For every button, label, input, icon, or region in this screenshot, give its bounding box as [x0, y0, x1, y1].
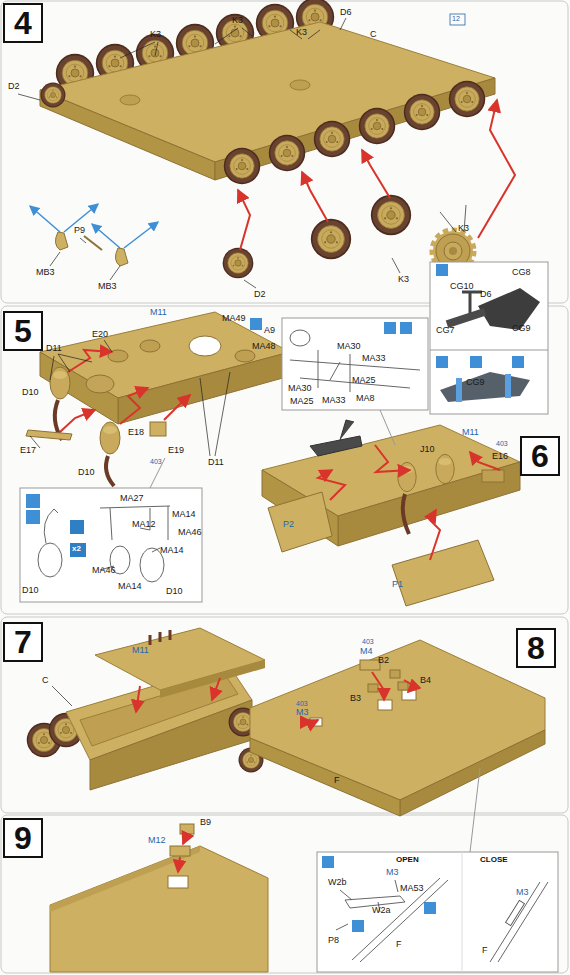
part-label: CG8 — [512, 268, 531, 278]
part-label: MA25 — [352, 376, 376, 386]
part-label: K3 — [458, 224, 469, 234]
part-label: MA27 — [120, 494, 144, 504]
part-label: P1 — [392, 580, 403, 590]
step-number: 9 — [14, 822, 32, 854]
part-label: B9 — [200, 818, 211, 828]
part-label: M11 — [462, 428, 479, 438]
part-label: MA46 — [178, 528, 202, 538]
part-label: MA14 — [160, 546, 184, 556]
part-label: MA14 — [172, 510, 196, 520]
part-label: M12 — [148, 836, 166, 846]
part-label: D10 — [22, 586, 39, 596]
part-label: D11 — [46, 344, 62, 354]
step-number: 5 — [14, 315, 32, 347]
part-label: P9 — [74, 226, 85, 236]
part-label: M11 — [150, 308, 167, 318]
part-label: K3 — [150, 30, 161, 40]
part-label: M3 — [516, 888, 529, 898]
part-label: MA46 — [92, 566, 116, 576]
step-number-box: 9 — [3, 818, 43, 858]
part-label: 403 — [150, 458, 162, 466]
step-number: 6 — [531, 440, 549, 472]
part-label: M3 — [296, 708, 309, 718]
part-label: MA33 — [362, 354, 386, 364]
step8-drawing — [250, 640, 558, 972]
part-label: D11 — [208, 458, 224, 468]
part-label: D10 — [22, 388, 39, 398]
part-label: 403 — [362, 638, 374, 646]
step-number-box: 5 — [3, 311, 43, 351]
step7-drawing — [27, 628, 265, 790]
part-label: MB3 — [98, 282, 117, 292]
part-label: CG7 — [436, 326, 455, 336]
step-number-box: 6 — [520, 436, 560, 476]
part-label: E19 — [168, 446, 184, 456]
part-label: W2b — [328, 878, 347, 888]
part-label: MA12 — [132, 520, 156, 530]
step-number-box: 4 — [3, 3, 43, 43]
part-label: MA53 — [400, 884, 424, 894]
part-label: E20 — [92, 330, 108, 340]
part-label: M11 — [132, 646, 149, 656]
part-label: K3 — [398, 275, 409, 285]
step5-drawing — [20, 312, 290, 602]
part-label: F — [396, 940, 402, 950]
part-label: D2 — [254, 290, 266, 300]
part-label: 403 — [296, 700, 308, 708]
part-label: OPEN — [396, 856, 419, 865]
part-label: MA49 — [222, 314, 246, 324]
part-label: B4 — [420, 676, 431, 686]
part-label: CG9 — [512, 324, 531, 334]
step-number-box: 7 — [3, 622, 43, 662]
step-number-box: 8 — [516, 628, 556, 668]
part-label: F — [334, 776, 340, 786]
part-label: W2a — [372, 906, 391, 916]
part-label: C — [370, 30, 377, 40]
step-number: 7 — [14, 626, 32, 658]
step9-drawing — [50, 824, 268, 972]
part-label: B3 — [350, 694, 361, 704]
part-label: MA30 — [337, 342, 361, 352]
part-label: D6 — [480, 290, 492, 300]
part-label: MA48 — [252, 342, 276, 352]
part-label: K3 — [232, 16, 243, 26]
part-label: D10 — [166, 587, 183, 597]
part-label: J10 — [420, 445, 435, 455]
part-label: MA33 — [322, 396, 346, 406]
part-label: P2 — [283, 520, 294, 530]
part-label: B2 — [378, 656, 389, 666]
part-label: F — [482, 946, 488, 956]
part-label: M3 — [386, 868, 399, 878]
part-label: MA8 — [356, 394, 375, 404]
part-label: CG9 — [466, 378, 485, 388]
part-label: MB3 — [36, 268, 55, 278]
part-label: K3 — [296, 28, 307, 38]
part-label: CLOSE — [480, 856, 508, 865]
part-label: 403 — [496, 440, 508, 448]
part-label: A9 — [264, 326, 275, 336]
part-label: C — [42, 676, 49, 686]
part-label: M4 — [360, 647, 373, 657]
step-number: 8 — [527, 632, 545, 664]
step6-drawing — [262, 262, 548, 606]
part-label: E16 — [492, 452, 508, 462]
part-label: 12 — [452, 15, 460, 23]
part-label: E18 — [128, 428, 144, 438]
part-label: MA25 — [290, 397, 314, 407]
part-label: MA14 — [118, 582, 142, 592]
part-label: x2 — [72, 545, 81, 554]
part-label: CG10 — [450, 282, 474, 292]
part-label: D2 — [8, 82, 20, 92]
part-label: D6 — [340, 8, 352, 18]
part-label: E17 — [20, 446, 36, 456]
part-label: MA30 — [288, 384, 312, 394]
step4-drawing — [18, 0, 515, 292]
part-label: P8 — [328, 936, 339, 946]
step-number: 4 — [14, 7, 32, 39]
part-label: D10 — [78, 468, 95, 478]
